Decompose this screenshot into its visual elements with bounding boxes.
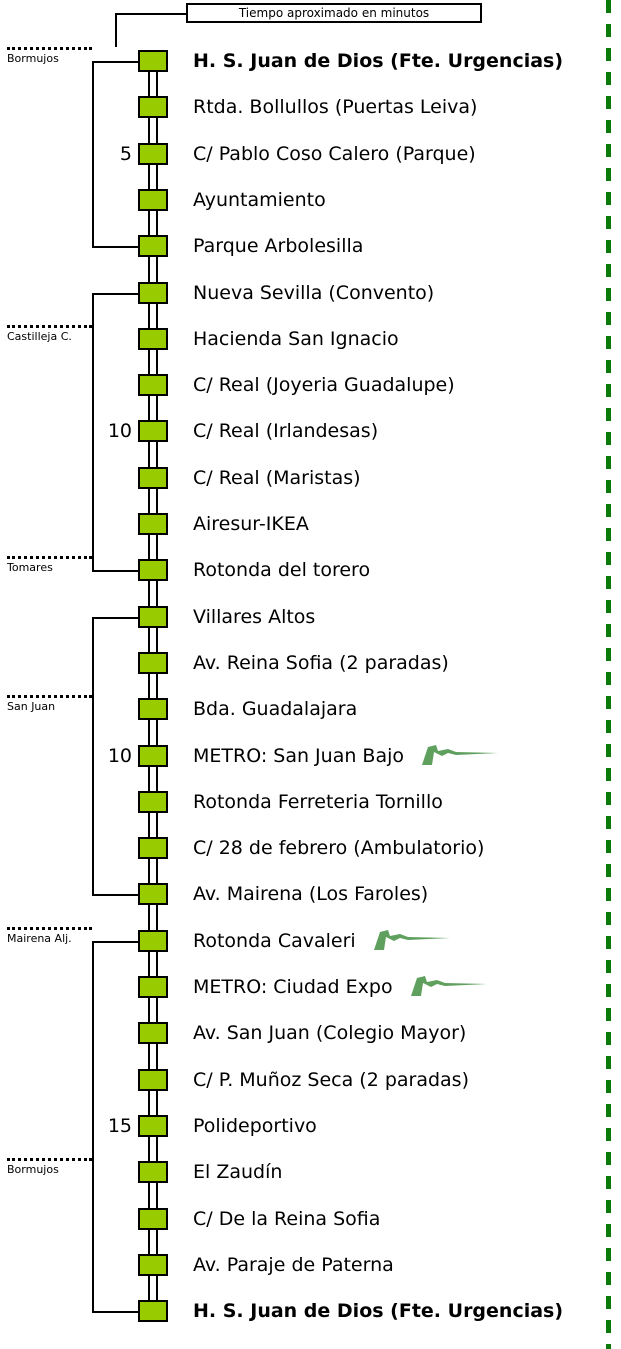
segment-bracket <box>92 61 150 248</box>
stop-label: Polideportivo <box>193 1115 317 1137</box>
stop-marker <box>138 96 168 118</box>
stop-label: Rotonda Ferreteria Tornillo <box>193 791 443 813</box>
stop-marker <box>138 930 168 952</box>
route-rail-right <box>156 58 158 1317</box>
stop-label: METRO: San Juan Bajo <box>193 745 405 767</box>
stop-marker <box>138 976 168 998</box>
stop-marker <box>138 1300 168 1322</box>
stop-marker <box>138 837 168 859</box>
segment-bracket <box>92 293 150 572</box>
stop-marker <box>138 1115 168 1137</box>
segment-minutes: 10 <box>107 420 132 442</box>
stop-marker <box>138 745 168 767</box>
segment-minutes: 5 <box>119 143 132 165</box>
stop-label: Ayuntamiento <box>193 189 326 211</box>
town-boundary-line <box>7 1158 92 1161</box>
stop-marker <box>138 652 168 674</box>
stop-label: Rtda. Bollullos (Puertas Leiva) <box>193 96 478 118</box>
stop-marker <box>138 328 168 350</box>
stop-marker <box>138 235 168 257</box>
stop-label: Hacienda San Ignacio <box>193 328 399 350</box>
stop-label: Bda. Guadalajara <box>193 698 358 720</box>
stop-marker <box>138 420 168 442</box>
town-label: San Juan <box>7 700 56 713</box>
stop-label: H. S. Juan de Dios (Fte. Urgencias) <box>193 1300 564 1322</box>
stop-label: C/ Pablo Coso Calero (Parque) <box>193 143 476 165</box>
stop-label: Parque Arbolesilla <box>193 235 364 257</box>
stop-marker <box>138 791 168 813</box>
stop-marker <box>138 606 168 628</box>
stop-marker <box>138 698 168 720</box>
town-label: Bormujos <box>7 1163 59 1176</box>
town-boundary-line <box>7 556 92 559</box>
town-label: Mairena Alj. <box>7 932 72 945</box>
legend-connector-vertical <box>115 13 117 47</box>
stop-marker <box>138 189 168 211</box>
stop-marker <box>138 1161 168 1183</box>
stop-label: Rotonda del torero <box>193 559 371 581</box>
dashed-route-line <box>606 0 611 1349</box>
stop-label: C/ P. Muñoz Seca (2 paradas) <box>193 1069 469 1091</box>
stop-label: C/ Real (Irlandesas) <box>193 420 379 442</box>
legend-connector-horizontal <box>115 13 186 15</box>
stop-label: Av. Paraje de Paterna <box>193 1254 394 1276</box>
stop-label: C/ 28 de febrero (Ambulatorio) <box>193 837 485 859</box>
stop-label: Villares Altos <box>193 606 316 628</box>
stop-label: Av. Reina Sofia (2 paradas) <box>193 652 449 674</box>
stop-label: Airesur-IKEA <box>193 513 309 535</box>
segment-minutes: 10 <box>107 745 132 767</box>
town-boundary-line <box>7 325 92 328</box>
route-rail-left <box>148 58 150 1317</box>
stop-marker <box>138 282 168 304</box>
stop-marker <box>138 1022 168 1044</box>
stop-marker <box>138 467 168 489</box>
segment-minutes: 15 <box>107 1115 132 1137</box>
stop-label: Av. San Juan (Colegio Mayor) <box>193 1022 467 1044</box>
stop-marker <box>138 143 168 165</box>
stop-label: C/ De la Reina Sofia <box>193 1208 381 1230</box>
town-label: Castilleja C. <box>7 330 72 343</box>
stop-marker <box>138 883 168 905</box>
stop-marker <box>138 513 168 535</box>
stop-marker <box>138 559 168 581</box>
metro-logo-icon <box>411 976 487 996</box>
stop-marker <box>138 50 168 72</box>
stop-marker <box>138 1069 168 1091</box>
segment-bracket <box>92 941 150 1313</box>
stop-marker <box>138 1208 168 1230</box>
stop-label: El Zaudín <box>193 1161 283 1183</box>
stop-label: C/ Real (Maristas) <box>193 467 361 489</box>
town-boundary-line <box>7 695 92 698</box>
metro-logo-icon <box>422 745 498 765</box>
stop-label: Nueva Sevilla (Convento) <box>193 282 435 304</box>
stop-label: METRO: Ciudad Expo <box>193 976 393 998</box>
stop-label: H. S. Juan de Dios (Fte. Urgencias) <box>193 50 564 72</box>
town-label: Tomares <box>7 561 53 574</box>
town-boundary-line <box>7 47 92 50</box>
legend-box: Tiempo aproximado en minutos <box>186 3 482 23</box>
town-label: Bormujos <box>7 52 59 65</box>
metro-logo-icon <box>374 930 450 950</box>
stop-marker <box>138 1254 168 1276</box>
stop-marker <box>138 374 168 396</box>
stop-label: Rotonda Cavaleri <box>193 930 356 952</box>
stop-label: C/ Real (Joyeria Guadalupe) <box>193 374 455 396</box>
town-boundary-line <box>7 927 92 930</box>
stop-label: Av. Mairena (Los Faroles) <box>193 883 429 905</box>
segment-bracket <box>92 617 150 896</box>
